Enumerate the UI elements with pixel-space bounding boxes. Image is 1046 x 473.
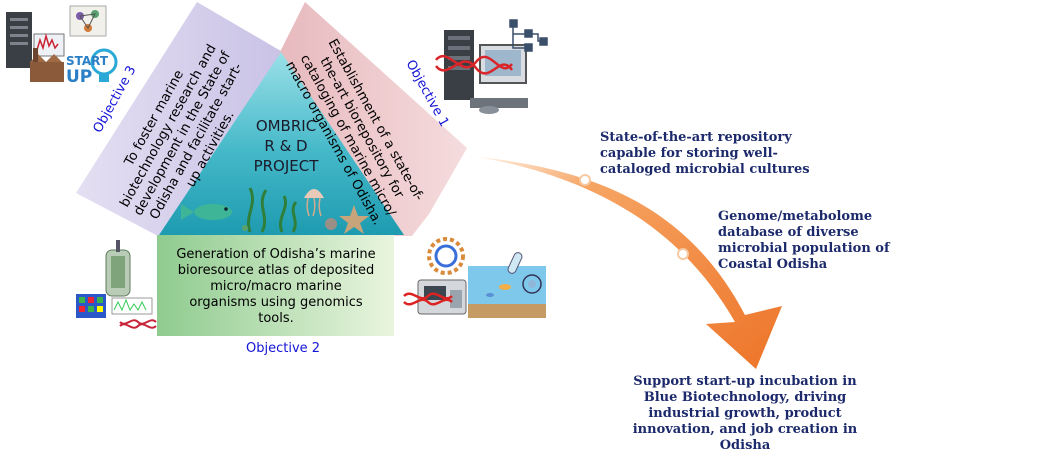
outcome-3-line: Support start-up incubation in <box>633 374 857 389</box>
microbe-icon <box>522 274 542 294</box>
outcome-2-text: Genome/metabolome database of diverse mi… <box>718 209 918 273</box>
objective-2-line: organisms using genomics <box>189 295 363 310</box>
outcome-arrow <box>478 157 782 369</box>
outcome-2-line: microbial population of <box>718 241 890 256</box>
objective-1-panel <box>276 2 467 236</box>
seaweed-icon <box>247 187 298 233</box>
server-icon <box>6 12 32 68</box>
startup-text-start: START <box>66 54 109 68</box>
startup-text-up: UP <box>66 67 93 87</box>
dna-strand-icon <box>119 319 157 329</box>
dna-helix-icon <box>435 55 514 75</box>
outcome-3-line: industrial growth, product <box>648 406 842 421</box>
factory-icon <box>30 48 64 82</box>
objective-2-text: Generation of Odisha’s marine bioresourc… <box>160 247 392 327</box>
outcome-1-line: cataloged microbial cultures <box>600 162 810 177</box>
molecular-network-icon <box>69 5 107 37</box>
outcome-2-line: database of diverse <box>718 225 859 240</box>
outcome-3-line: Blue Biotechnology, driving <box>643 390 847 405</box>
center-title-line: R & D <box>264 137 308 155</box>
heatmap-icon <box>76 294 106 318</box>
center-triangle <box>159 52 404 235</box>
plasmid-icon <box>427 237 465 275</box>
outcome-1-line: State-of-the-art repository <box>600 130 792 145</box>
outcome-2-line: Coastal Odisha <box>718 257 828 272</box>
outcome-2-line: Genome/metabolome <box>718 209 873 224</box>
objective-2-line: Generation of Odisha’s marine <box>176 247 376 262</box>
center-title-line: OMBRIC <box>255 117 317 135</box>
hierarchy-diagram-icon <box>509 19 548 52</box>
outcome-1-text: State-of-the-art repository capable for … <box>600 130 830 178</box>
outcome-3-line: innovation, and job creation in <box>632 422 858 437</box>
center-title-line: PROJECT <box>253 157 319 175</box>
outcome-2-marker <box>677 248 689 260</box>
outcome-3-line: Odisha <box>719 438 771 453</box>
startup-logo: START UP <box>66 54 108 86</box>
outcome-1-marker <box>579 174 591 186</box>
lightbulb-icon <box>90 48 118 82</box>
objective-2-label: Objective 2 <box>246 341 321 356</box>
starfish-icon <box>339 205 369 234</box>
fish-icon <box>181 204 232 220</box>
outcome-3-text: Support start-up incubation in Blue Biot… <box>620 374 870 454</box>
sea-urchin-icon <box>242 218 337 231</box>
objective-2-line: bioresource atlas of deposited <box>177 263 375 278</box>
test-tube-icon <box>507 252 523 274</box>
outcome-1-line: capable for storing well- <box>600 146 778 161</box>
objective-2-line: tools. <box>258 311 294 326</box>
gel-electrophoresis-icon <box>33 33 65 57</box>
jellyfish-icon <box>304 189 324 217</box>
objective-2-panel <box>157 235 394 336</box>
microscope-icon <box>105 240 131 297</box>
server-rack-icon <box>444 30 528 114</box>
dna-icon <box>403 292 453 306</box>
objective-2-line: micro/macro marine <box>210 279 342 294</box>
center-title: OMBRIC R & D PROJECT <box>236 116 336 176</box>
sequencing-chart-icon <box>111 297 153 315</box>
